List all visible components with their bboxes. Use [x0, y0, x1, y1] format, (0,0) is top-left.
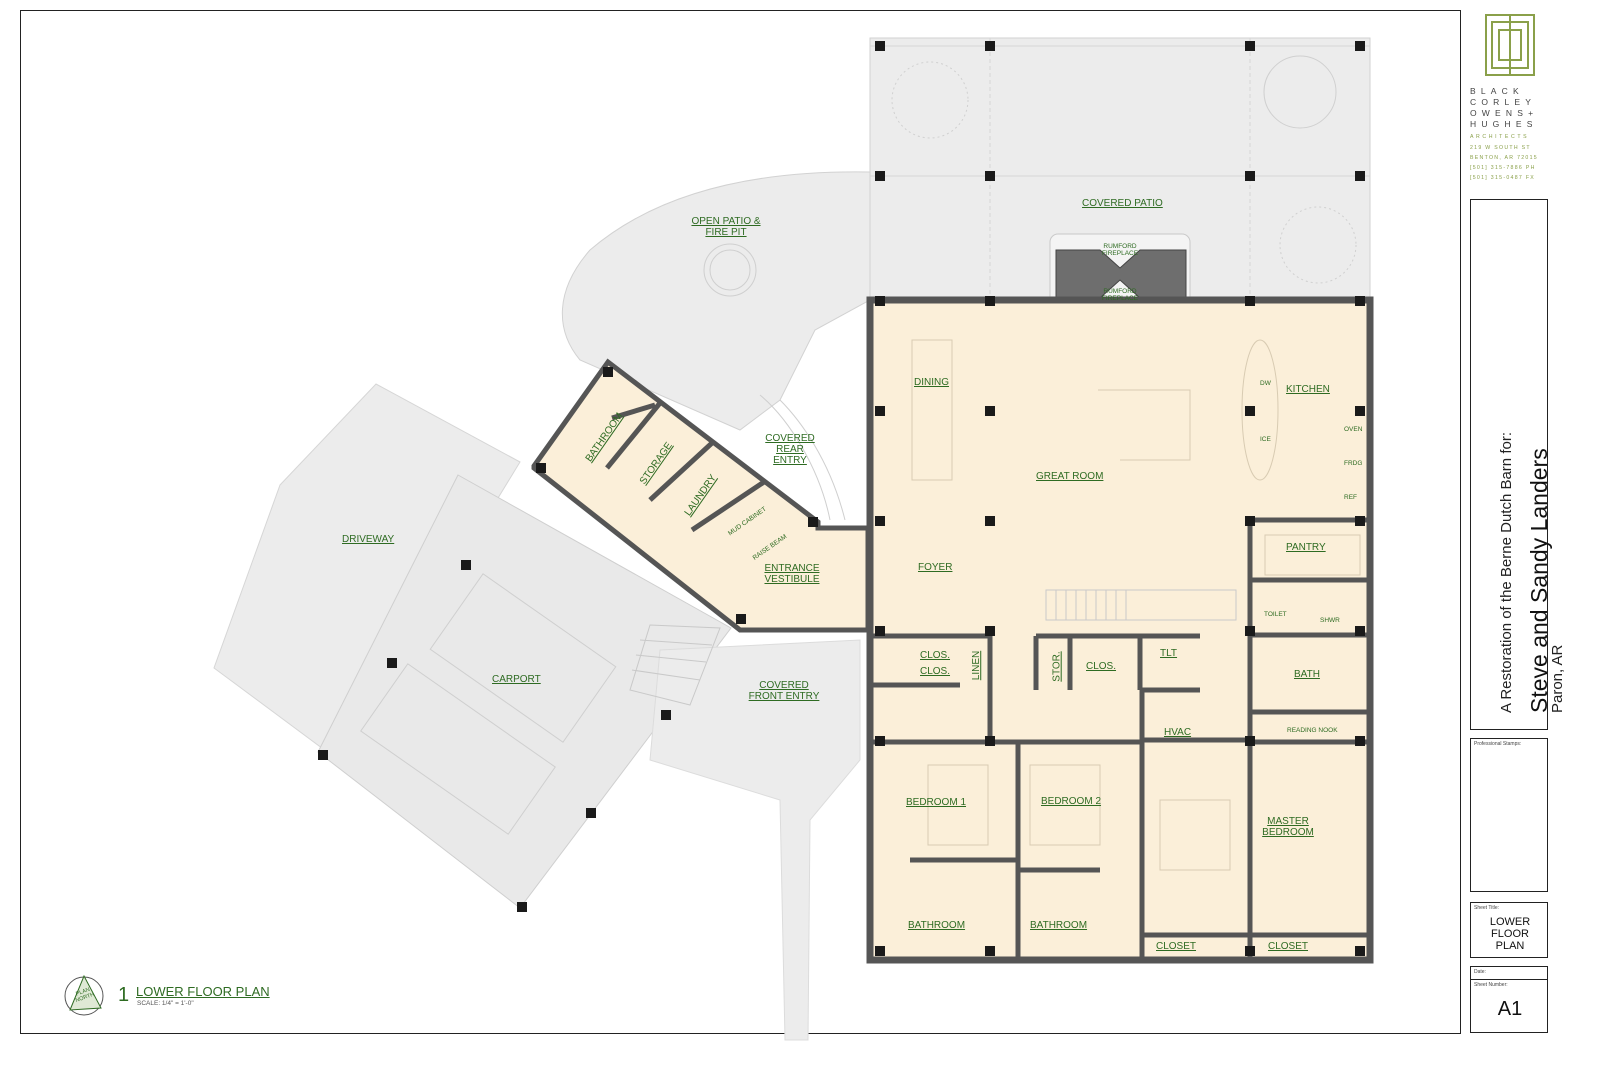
drawing-scale: SCALE: 1/4" = 1'-0" [137, 1000, 194, 1007]
sheet-title-box: Sheet Title: LOWER FLOOR PLAN [1470, 902, 1548, 958]
date-label: Date: [1474, 969, 1486, 975]
project-location: Paron, AR [1549, 644, 1566, 713]
open-patio-paving [561, 171, 871, 431]
label-closet-2: CLOSET [1268, 941, 1309, 952]
north-arrow [64, 974, 104, 1016]
car-outline-1 [429, 573, 617, 743]
firm-fax: [501] 315-0487 FX [1470, 175, 1536, 181]
label-open-patio: OPEN PATIO & FIRE PIT [691, 216, 761, 238]
sheet-title: LOWER FLOOR PLAN [1489, 916, 1531, 952]
project-client: Steve and Sandy Landers [1526, 448, 1552, 713]
label-oven: OVEN [1344, 426, 1363, 433]
label-bedroom-1: BEDROOM 1 [906, 797, 967, 808]
label-master-bedroom: MASTER BEDROOM [1262, 816, 1314, 838]
bed-1 [927, 764, 989, 846]
sectional-sofa [1098, 389, 1191, 461]
drawing-title: LOWER FLOOR PLAN [136, 984, 270, 999]
car-outline-2 [360, 663, 556, 835]
label-clos-2: CLOS. [920, 666, 951, 677]
sheet-number: A1 [1497, 998, 1523, 1020]
label-rumford-upper: RUMFORD FIREPLACE [1101, 243, 1139, 257]
bed-2 [1029, 764, 1101, 846]
label-bathroom-1: BATHROOM [908, 920, 966, 931]
kitchen-island [1241, 339, 1279, 481]
project-title-box: A Restoration of the Berne Dutch Barn fo… [1470, 199, 1566, 730]
label-rumford-lower: RUMFORD FIREPLACE [1101, 288, 1139, 302]
label-great-room: GREAT ROOM [1036, 471, 1104, 482]
label-stor: STOR. [1051, 651, 1063, 682]
main-house-interior [866, 296, 1374, 964]
label-bathroom-2: BATHROOM [1030, 920, 1088, 931]
firm-city: BENTON, AR 72015 [1470, 155, 1538, 161]
firm-architects: ARCHITECTS [1470, 134, 1530, 140]
date-box: Date: [1470, 966, 1548, 980]
label-kitchen: KITCHEN [1286, 384, 1330, 395]
label-pantry: PANTRY [1286, 542, 1326, 553]
label-dw: DW [1260, 380, 1271, 387]
drawing-number: 1 [118, 984, 130, 1006]
plant-symbol-1 [891, 55, 1357, 284]
project-title-rotated: A Restoration of the Berne Dutch Barn fo… [1498, 201, 1523, 727]
sheet-title-label: Sheet Title: [1474, 905, 1500, 911]
sheet-number-box: Sheet Number: A1 [1470, 979, 1548, 1033]
label-ice: ICE [1260, 436, 1271, 443]
label-closet-1: CLOSET [1156, 941, 1197, 952]
firm-address: 219 W SOUTH ST [1470, 145, 1531, 151]
project-client-rotated: Steve and Sandy Landers [1526, 201, 1552, 727]
label-clos-1: CLOS. [920, 650, 951, 661]
pantry-shelving [1264, 534, 1361, 576]
stamps-box: Professional Stamps: [1470, 738, 1548, 892]
interior-stair [1045, 589, 1237, 621]
label-covered-patio: COVERED PATIO [1082, 198, 1163, 209]
rear-wing-interior [531, 358, 871, 633]
firm-name: BLACK CORLEY OWENS+ HUGHES [1470, 86, 1539, 129]
master-bed [1159, 799, 1231, 871]
project-location-rotated: Paron, AR [1549, 201, 1574, 727]
label-linen: LINEN [971, 650, 983, 681]
label-bath: BATH [1294, 669, 1320, 680]
label-covered-front-entry: COVERED FRONT ENTRY [748, 680, 820, 702]
label-toilet: TOILET [1264, 611, 1287, 618]
front-walkway [649, 639, 861, 1041]
label-clos-3: CLOS. [1086, 661, 1117, 672]
label-driveway: DRIVEWAY [342, 534, 395, 545]
label-ref: REF [1344, 494, 1357, 501]
label-bedroom-2: BEDROOM 2 [1041, 796, 1102, 807]
structural-columns [318, 41, 1365, 956]
sheet-number-label: Sheet Number: [1474, 982, 1508, 988]
label-dining: DINING [914, 377, 949, 388]
project-line-1: A Restoration of the Berne Dutch Barn fo… [1498, 432, 1515, 713]
firm-logo [1485, 14, 1535, 76]
firm-phone: [501] 315-7886 PH [1470, 165, 1536, 171]
label-reading-nook: READING NOOK [1287, 727, 1338, 734]
label-covered-rear-entry: COVERED REAR ENTRY [765, 433, 815, 466]
stamps-label: Professional Stamps: [1474, 741, 1522, 747]
label-entrance-vestibule: ENTRANCE VESTIBULE [764, 563, 820, 585]
exterior-stair [629, 624, 721, 706]
label-foyer: FOYER [918, 562, 953, 573]
fire-pit [703, 243, 757, 297]
label-frdg: FRDG [1344, 460, 1363, 467]
label-tlt: TLT [1160, 648, 1178, 659]
label-carport: CARPORT [492, 674, 541, 685]
label-hvac: HVAC [1164, 727, 1192, 738]
drawing-frame [20, 10, 1461, 1034]
dining-table [911, 339, 953, 481]
label-shwr: SHWR [1320, 617, 1340, 624]
